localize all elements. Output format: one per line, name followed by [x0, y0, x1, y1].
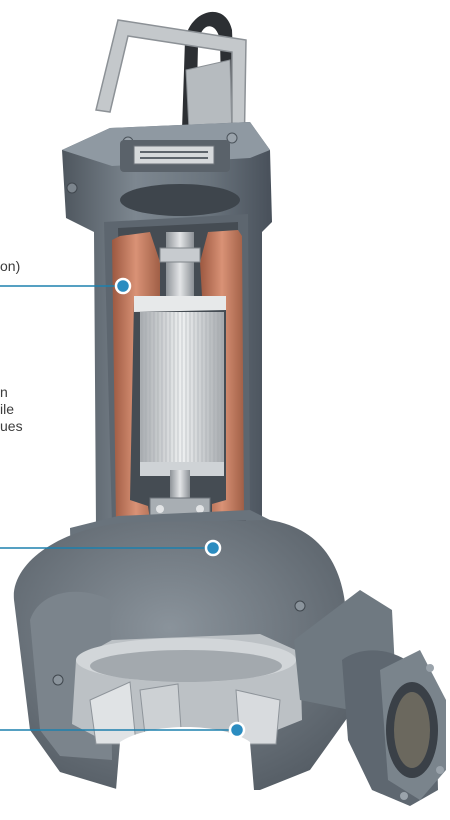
- cable-entry: [120, 140, 240, 216]
- pump-volute: [13, 520, 361, 790]
- leader-marker-1: [114, 277, 132, 295]
- stator-assembly: [112, 230, 244, 522]
- callout-leaders: [0, 277, 246, 739]
- leader-marker-2: [204, 539, 222, 557]
- callout-label-1: on): [0, 258, 21, 274]
- discharge-flange: [294, 590, 446, 806]
- leader-marker-3: [228, 721, 246, 739]
- callout-label-2: n ile ues: [0, 384, 23, 434]
